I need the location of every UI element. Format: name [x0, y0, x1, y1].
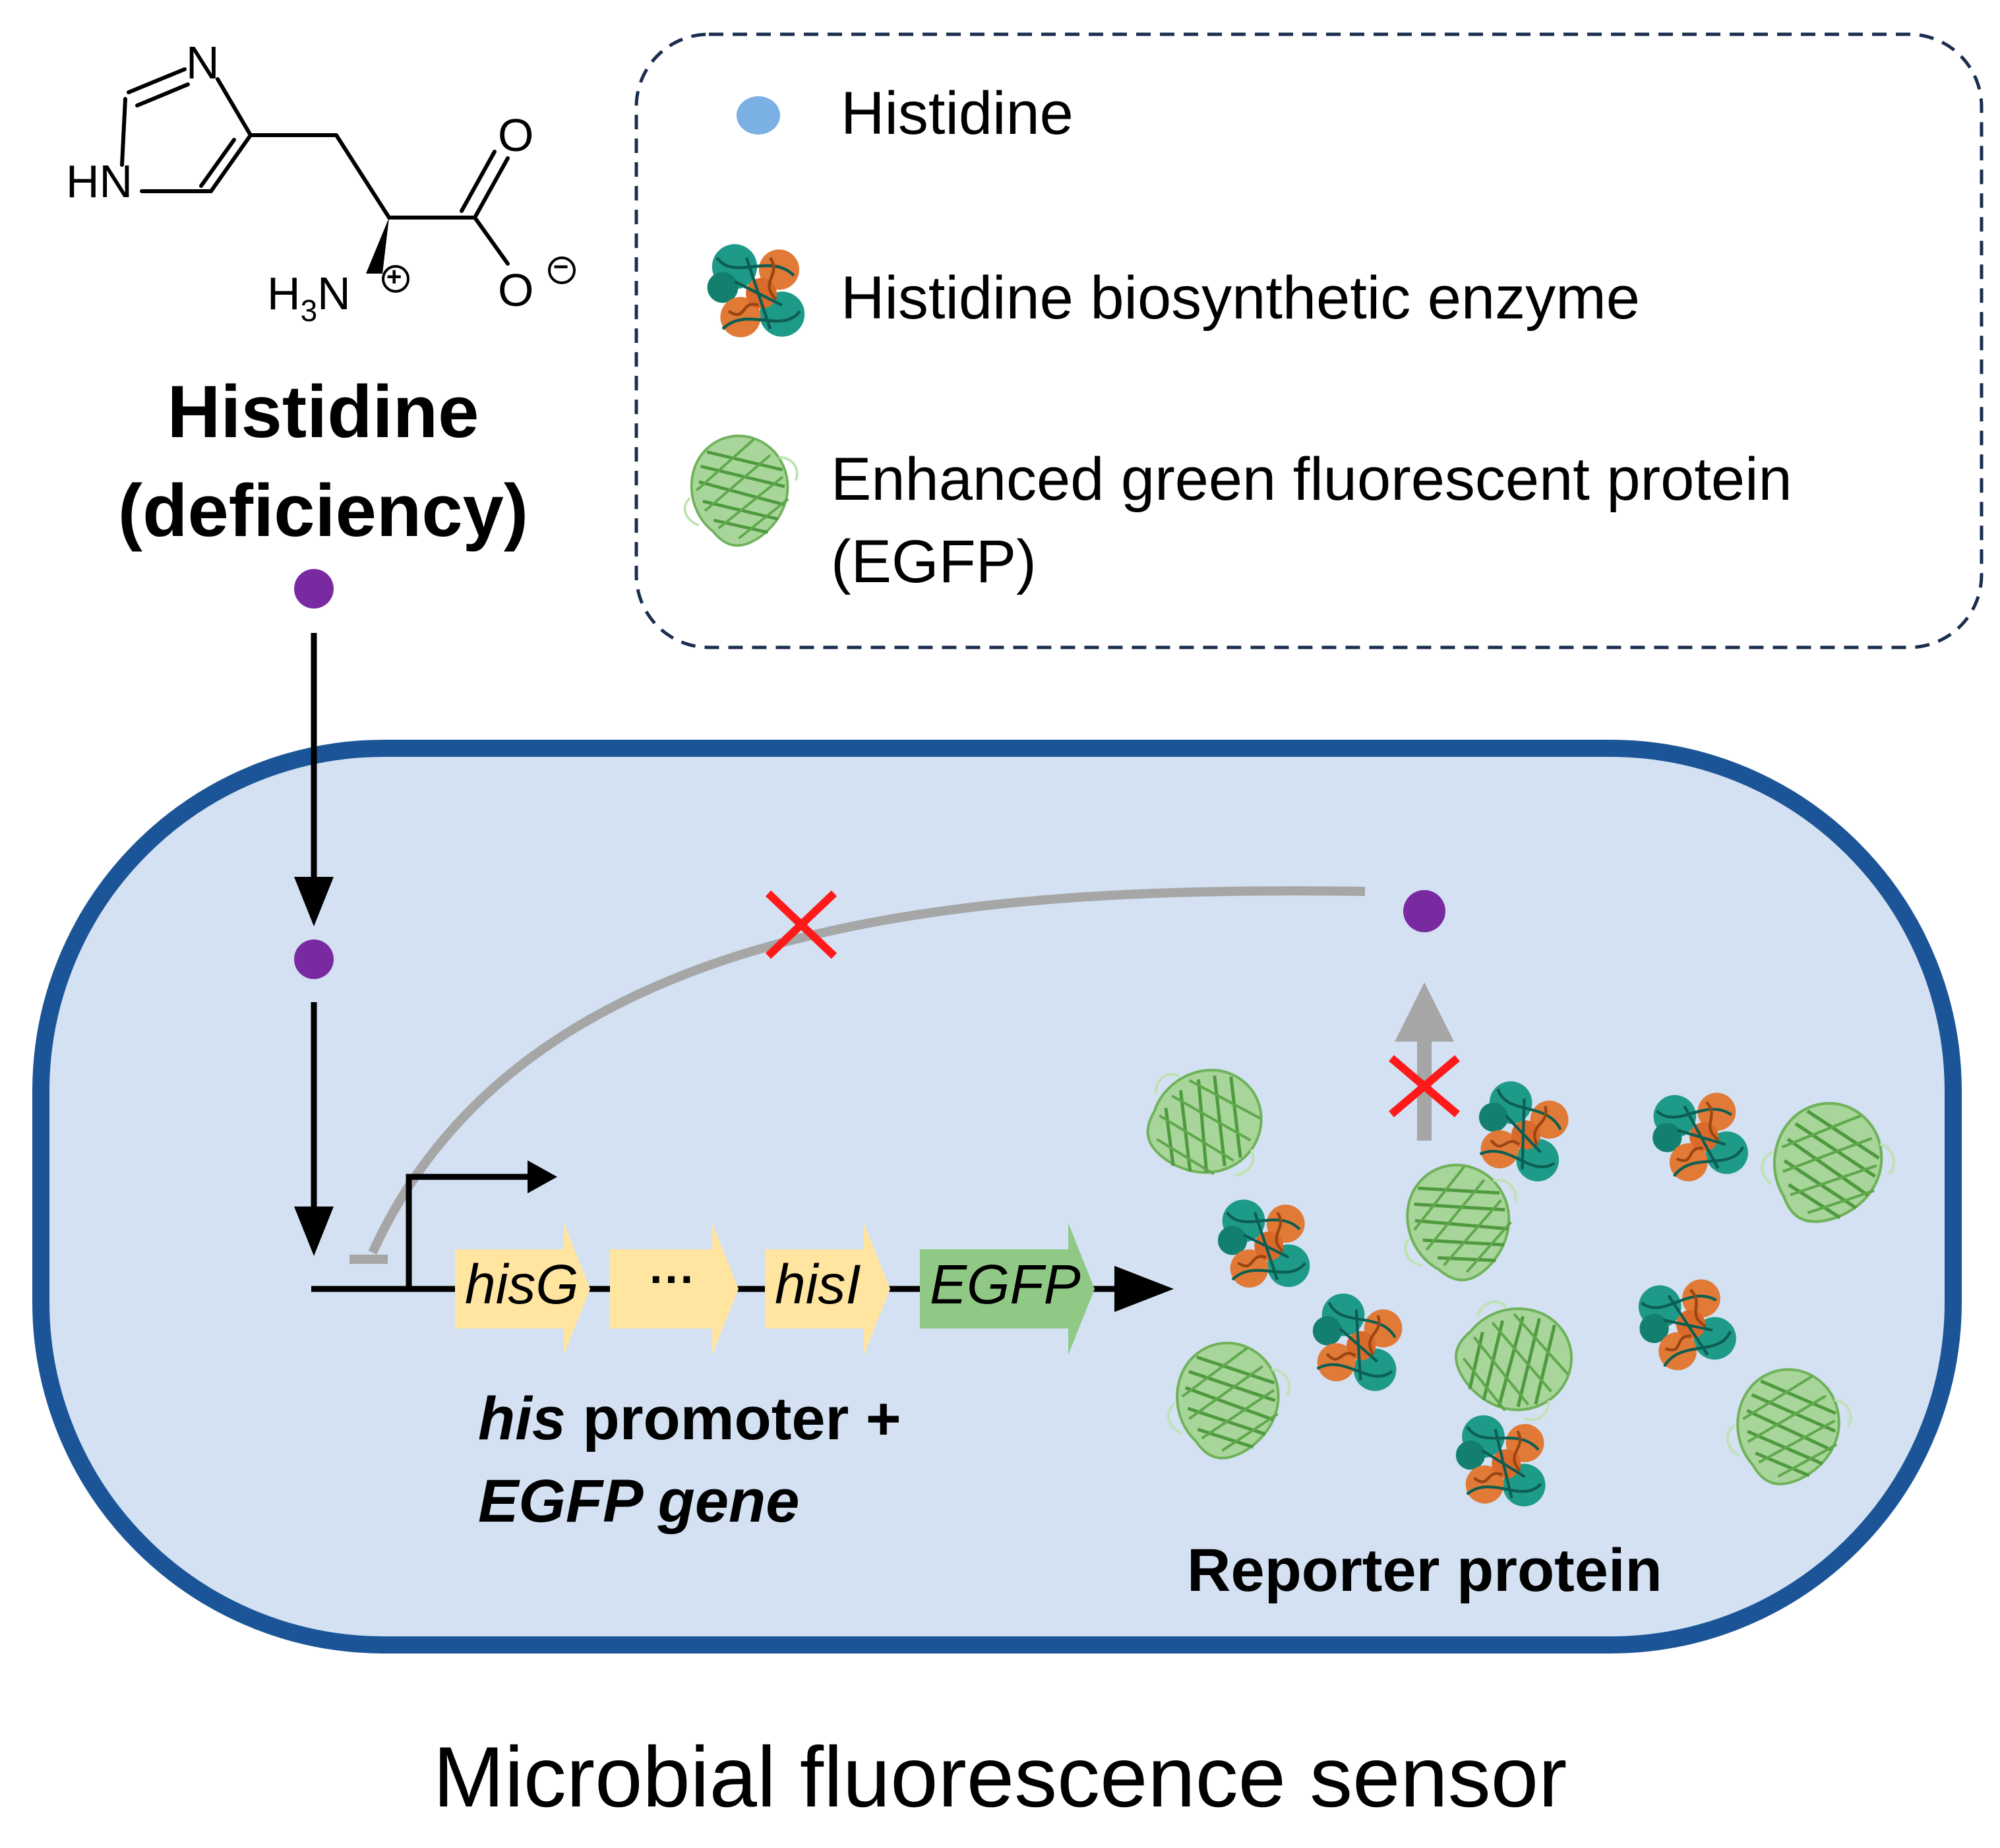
histidine-title-line1: Histidine [167, 371, 479, 453]
atom-hn: HN [66, 156, 133, 207]
enzyme-structure-icon [708, 244, 805, 337]
legend-egfp-line1: Enhanced green fluorescent protein [831, 446, 1792, 513]
histidine-title-line2: (deficiency) [117, 469, 529, 552]
histidine-structure [120, 67, 510, 266]
legend-egfp-label: Enhanced green fluorescent protein (EGFP… [831, 438, 1792, 603]
bond-c4-c5 [209, 133, 253, 193]
atom-o-carboxylate: O [498, 264, 534, 316]
legend-egfp-line2: (EGFP) [831, 528, 1037, 595]
bond-c2-n3-double [135, 82, 190, 107]
gene-egfp-arrow [920, 1223, 1095, 1355]
wedge-bond [366, 218, 389, 274]
expression-arrow-head [1114, 1266, 1174, 1312]
charge-plus-circle [382, 265, 409, 293]
atom-n-top: N [186, 37, 220, 88]
reporter-protein-label: Reporter protein [1187, 1537, 1662, 1604]
synthesis-arrow-head [1395, 982, 1454, 1042]
figure-caption: Microbial fluorescence sensor [433, 1729, 1567, 1825]
histidine-dot-icon [737, 96, 780, 134]
atom-amine-n: N [317, 268, 351, 319]
legend-enzyme-label: Histidine biosynthetic enzyme [841, 264, 1640, 332]
gene-ellipsis-label: ··· [650, 1253, 696, 1305]
uptake-arrow-head [294, 877, 334, 926]
charge-minus: − [553, 253, 569, 282]
construct-label-line1: his promoter + [478, 1378, 901, 1460]
legend-box [634, 32, 1984, 649]
egfp-barrel-icon [662, 413, 817, 563]
bond-c-o-double [460, 150, 497, 213]
charge-plus: + [386, 262, 402, 291]
histidine-dot-product [1403, 890, 1445, 932]
gene-hisI-arrow [765, 1223, 890, 1355]
construct-label: his promoter + EGFP gene [478, 1378, 901, 1543]
gene-middle-arrow [610, 1223, 739, 1355]
bond-cb-ca [334, 133, 391, 220]
activation-arrow-head [294, 1207, 334, 1256]
atom-o-carbonyl: O [498, 109, 534, 161]
charge-minus-circle [548, 256, 576, 284]
legend-histidine-label: Histidine [841, 80, 1074, 147]
bond-c2-n3 [127, 67, 187, 94]
bond-n1-c2 [120, 97, 127, 167]
histidine-dot-outside [294, 569, 334, 609]
bond-c-ominus [473, 216, 510, 266]
gene-egfp-label: EGFP [930, 1253, 1081, 1315]
atom-amine-h: H [267, 268, 301, 319]
bond-c4-c5-double [199, 138, 236, 188]
bond-c-o [473, 156, 510, 220]
atom-amine-sub: 3 [300, 293, 318, 328]
construct-rest: promoter + [565, 1385, 901, 1452]
construct-label-line2: EGFP gene [478, 1468, 800, 1535]
gene-hisG-label: hisG [465, 1253, 579, 1315]
gene-hisI-label: hisI [775, 1253, 861, 1315]
histidine-title: Histidine (deficiency) [79, 363, 567, 560]
construct-his-italic: his [478, 1385, 566, 1452]
gene-hisG-arrow [455, 1223, 590, 1355]
promoter-arrow [406, 1174, 528, 1289]
bond-n3-c4 [216, 77, 253, 137]
atom-amine: H3N [267, 267, 351, 328]
histidine-dot-inside [294, 939, 334, 979]
